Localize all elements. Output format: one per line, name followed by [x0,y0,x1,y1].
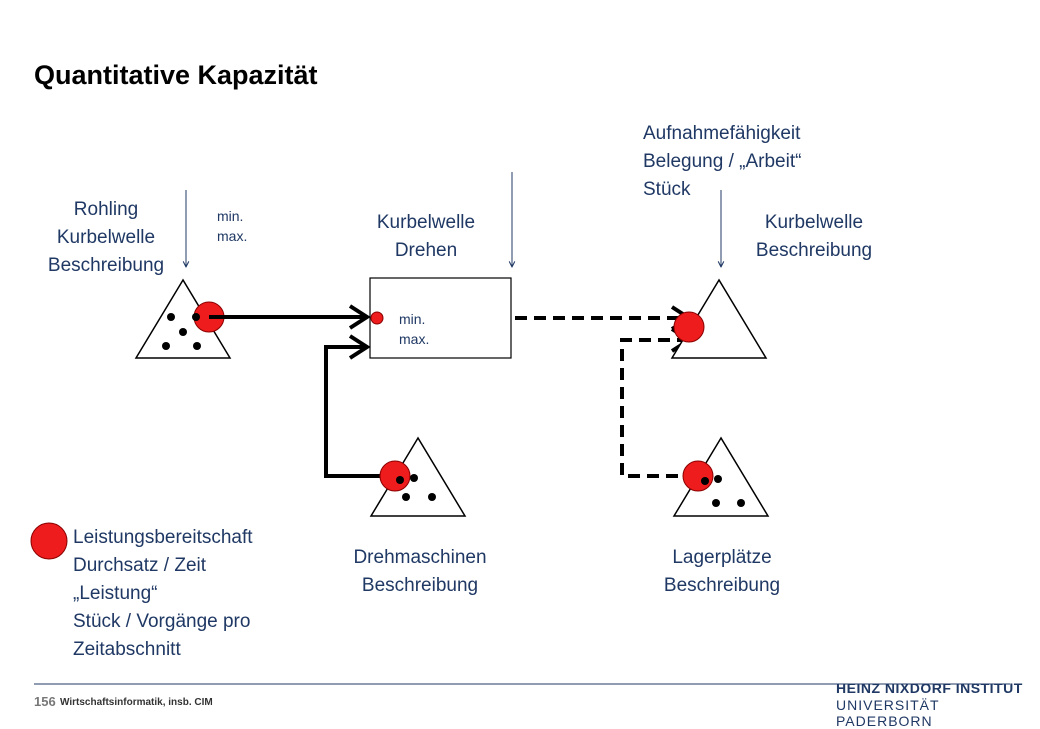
arrow-lager-kurbelwelle [620,338,697,478]
legend-red-circle [30,522,68,560]
drehen-red-circle [370,311,384,325]
university-name: UNIVERSITÄT PADERBORN [836,697,940,729]
label-drehmaschinen: Drehmaschinen Beschreibung [353,547,487,596]
drehmaschinen-dots [396,474,436,501]
label-rohling: Rohling Kurbelwelle Beschreibung [47,199,165,276]
drehmaschinen-red-circle [379,460,411,492]
lager-dots [701,475,745,507]
label-minmax-box: min. max. [399,311,430,347]
legend-text: Leistungsbereitschaft Durchsatz / Zeit „… [73,527,253,660]
lager-red-circle [682,460,714,492]
label-lagerplaetze: Lagerplätze Beschreibung [663,547,781,596]
rohling-dots [162,313,201,350]
arrowhead-rohling-drehen [348,304,371,330]
page-number: 156 [34,694,56,709]
kurbelwelle-red-circle [673,311,705,343]
drehen-box [369,277,512,359]
institute-name: HEINZ NIXDORF INSTITUT [836,680,1023,696]
label-aufnahme: Aufnahmefähigkeit Belegung / „Arbeit“ St… [643,123,802,200]
label-kurbelwelle-drehen: Kurbelwelle Drehen [376,212,476,261]
arrowhead-drehmaschinen-drehen [348,334,371,360]
page-title: Quantitative Kapazität [34,60,318,90]
label-minmax-left: min. max. [217,208,248,244]
label-kurbelwelle-beschreibung: Kurbelwelle Beschreibung [755,212,873,261]
footer-text: Wirtschaftsinformatik, insb. CIM [60,697,213,708]
arrow-drehmaschinen-drehen [324,345,395,478]
